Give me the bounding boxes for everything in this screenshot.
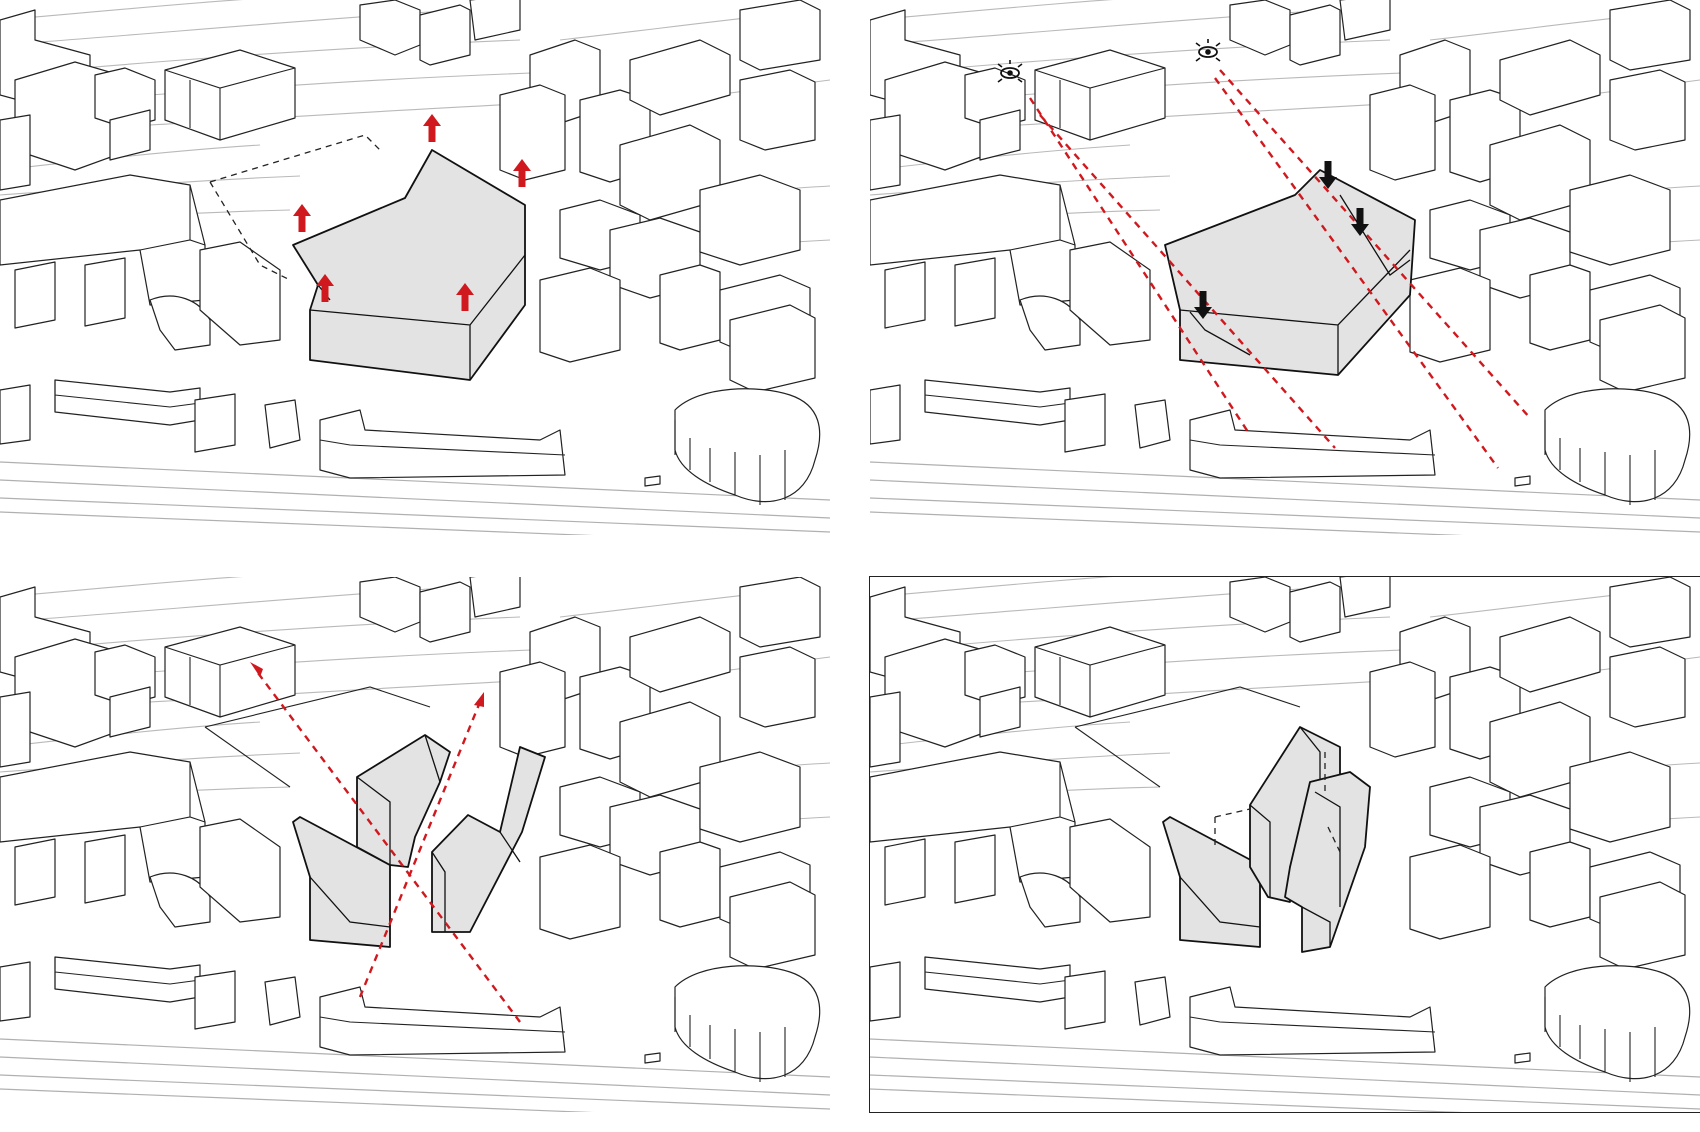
- carved-mass: [1164, 169, 1416, 376]
- pedestrian-path: [254, 668, 521, 1023]
- sightline: [1028, 97, 1252, 436]
- up-arrow-icon: [293, 204, 311, 232]
- panel-paths: [0, 577, 830, 1112]
- eye-icon: [1195, 38, 1221, 62]
- panel-final: [869, 576, 1700, 1113]
- pedestrian-path: [358, 701, 482, 998]
- site-boundary: [1074, 686, 1301, 788]
- main-mass: [292, 149, 526, 381]
- bar-east: [431, 746, 546, 933]
- sightline: [1214, 77, 1499, 469]
- panel-sightlines: [870, 0, 1700, 535]
- up-arrow-icon: [423, 114, 441, 142]
- panel-paths-drawing: [0, 577, 830, 1112]
- panel-final-drawing: [870, 577, 1700, 1112]
- site-context: [0, 577, 830, 1112]
- site-boundary: [209, 134, 381, 281]
- sightline: [1039, 114, 1336, 449]
- panel-extrusion-drawing: [0, 0, 830, 535]
- site-boundary: [204, 686, 431, 788]
- panel-sightlines-drawing: [870, 0, 1700, 535]
- panel-extrusion: [0, 0, 830, 535]
- eye-icon: [997, 59, 1023, 83]
- final-bar-west: [1162, 816, 1261, 948]
- final-tower-east: [1284, 771, 1371, 953]
- future-volume: [1214, 752, 1341, 853]
